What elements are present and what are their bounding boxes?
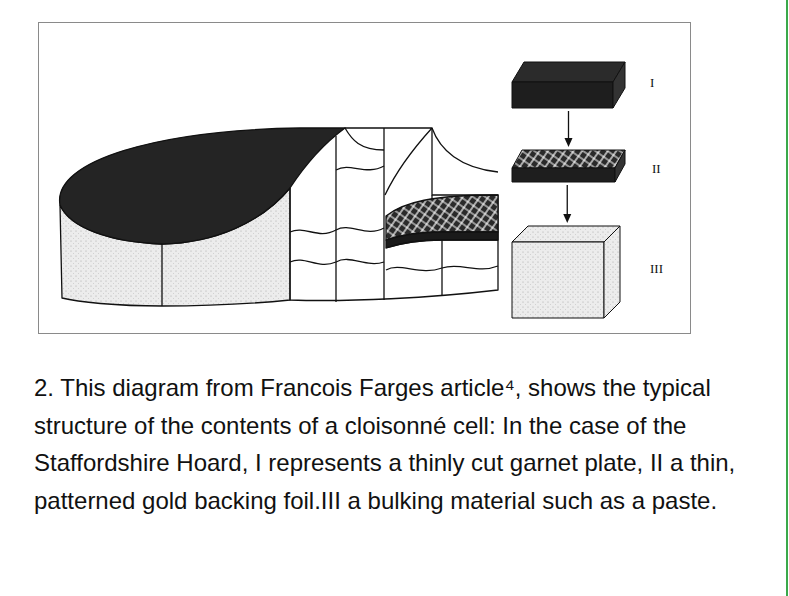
- figure-caption: 2. This diagram from Francois Farges art…: [34, 369, 782, 519]
- cell-layer-block: III: [512, 226, 620, 318]
- layer-shape: [512, 226, 620, 318]
- layer-shape: [512, 150, 625, 182]
- page-edge-bar: [786, 0, 788, 596]
- layer-shape: [512, 62, 625, 108]
- cell-layer-block: I: [512, 62, 625, 108]
- flow-arrow: [565, 111, 573, 147]
- layer-label: I: [650, 76, 654, 89]
- layer-label: III: [650, 262, 663, 275]
- layer-label: II: [652, 162, 661, 175]
- flow-arrow: [563, 185, 571, 223]
- cell-layer-block: II: [512, 150, 625, 182]
